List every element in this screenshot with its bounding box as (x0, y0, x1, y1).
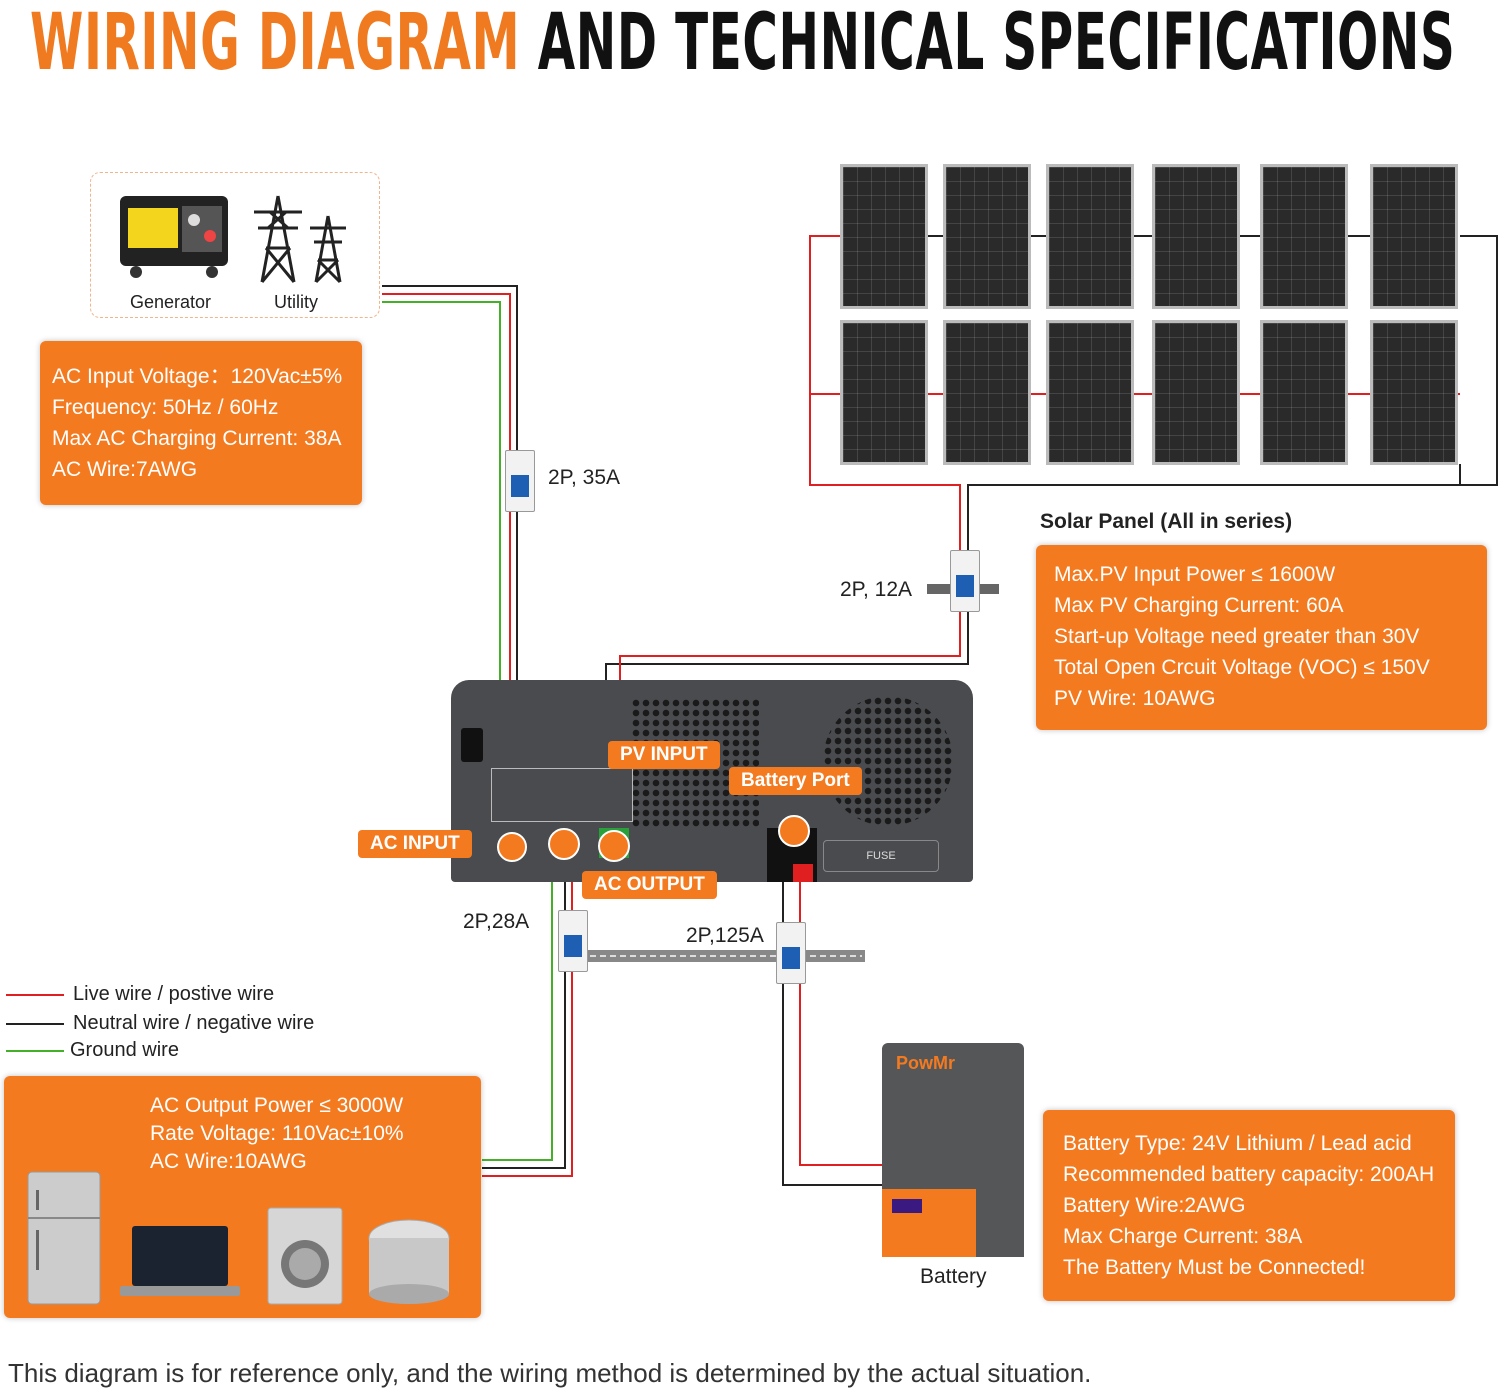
ac-input-terminal-marker (497, 832, 527, 862)
solar-panel (1152, 164, 1240, 309)
solar-spec-charging-current: Max PV Charging Current: 60A (1054, 594, 1344, 617)
battery-spec-wire: Battery Wire:2AWG (1063, 1194, 1246, 1217)
ac-output-spec-text: AC Output Power ≤ 3000W Rate Voltage: 11… (150, 1092, 404, 1176)
battery-pos-wire (799, 870, 884, 1166)
ac-input-spec-wire: AC Wire:7AWG (52, 458, 198, 481)
solar-spec-max-power: Max.PV Input Power ≤ 1600W (1054, 563, 1336, 586)
pv-breaker-label: 2P, 12A (840, 578, 913, 601)
ac-output-live-wire (482, 860, 573, 1177)
inverter-vent-right (823, 696, 953, 826)
footer-note: This diagram is for reference only, and … (8, 1358, 1092, 1388)
title-part1: WIRING DIAGRAM (30, 0, 521, 88)
solar-panel (1046, 320, 1134, 465)
battery-spec-box: Battery Type: 24V Lithium / Lead acid Re… (1043, 1110, 1455, 1301)
solar-panel (1370, 164, 1458, 309)
washing-machine-icon (267, 1207, 343, 1305)
battery-label: Battery (920, 1265, 987, 1288)
ac-output-tag: AC OUTPUT (582, 871, 717, 899)
laptop-icon (120, 1226, 240, 1296)
ac-output-spec-power: AC Output Power ≤ 3000W (150, 1094, 404, 1117)
ac-input-tag: AC INPUT (358, 830, 472, 858)
page-title: WIRING DIAGRAM AND TECHNICAL SPECIFICATI… (30, 0, 1455, 88)
battery-spec-capacity: Recommended battery capacity: 200AH (1063, 1163, 1435, 1186)
pv-terminal-marker (598, 830, 630, 862)
utility-label: Utility (274, 292, 318, 312)
ac-input-ground-wire (382, 301, 501, 830)
ac-output-spec-box: AC Output Power ≤ 3000W Rate Voltage: 11… (4, 1076, 481, 1318)
solar-panel (943, 320, 1031, 465)
solar-panel (840, 164, 928, 309)
ac-input-spec-charging-current: Max AC Charging Current: 38A (52, 427, 342, 450)
solar-panel (840, 320, 928, 465)
title-part2: AND TECHNICAL SPECIFICATIONS (537, 0, 1456, 88)
pv-string-pos (619, 235, 961, 840)
solar-panel (1046, 164, 1134, 309)
ac-output-ground-wire (482, 860, 553, 1161)
battery-terminal-marker (778, 815, 810, 847)
battery-unit: PowMr (882, 1043, 1024, 1257)
inverter: FUSE (451, 680, 973, 882)
solar-spec-startup-voltage: Start-up Voltage need greater than 30V (1054, 625, 1420, 648)
battery-breaker (776, 922, 806, 984)
solar-panel (1260, 320, 1348, 465)
utility-tower-icon (254, 195, 346, 284)
legend-neutral-swatch (6, 1023, 64, 1025)
ac-output-breaker-label: 2P,28A (463, 910, 530, 933)
battery-spec-warning: The Battery Must be Connected! (1063, 1256, 1366, 1279)
solar-panel (1260, 164, 1348, 309)
pv-string-neg (605, 235, 1498, 840)
battery-neg-wire (782, 870, 884, 1186)
battery-spec-charge-current: Max Charge Current: 38A (1063, 1225, 1303, 1248)
battery-spec-type: Battery Type: 24V Lithium / Lead acid (1063, 1132, 1412, 1155)
generator-label: Generator (130, 292, 212, 312)
solar-spec-voc: Total Open Crcuit Voltage (VOC) ≤ 150V (1054, 656, 1430, 679)
legend-live-swatch (6, 994, 64, 996)
ac-input-live-wire (382, 293, 511, 830)
ac-input-breaker (505, 450, 535, 512)
pv-input-tag: PV INPUT (608, 741, 720, 769)
generator-icon (120, 196, 228, 278)
legend-neutral-label: Neutral wire / negative wire (73, 1012, 315, 1034)
solar-heading: Solar Panel (All in series) (1040, 510, 1293, 533)
battery-port-tag: Battery Port (729, 767, 862, 795)
legend-ground-swatch (6, 1050, 64, 1052)
ac-input-spec-box: AC Input Voltage：120Vac±5% Frequency: 50… (40, 341, 362, 505)
solar-panel (1370, 320, 1458, 465)
ac-output-terminal-marker (548, 828, 580, 860)
ac-input-spec-voltage: AC Input Voltage：120Vac±5% (52, 365, 343, 388)
ac-output-breaker (558, 910, 588, 972)
battery-breaker-label: 2P,125A (686, 924, 764, 947)
battery-pos-terminal (793, 864, 813, 882)
rice-cooker-icon (368, 1219, 450, 1304)
solar-panel (943, 164, 1031, 309)
ac-input-breaker-label: 2P, 35A (548, 466, 621, 489)
pv-breaker (950, 550, 980, 612)
legend-live-label: Live wire / postive wire (73, 983, 275, 1005)
battery-display (892, 1199, 922, 1213)
solar-spec-wire: PV Wire: 10AWG (1054, 687, 1216, 710)
solar-spec-box: Max.PV Input Power ≤ 1600W Max PV Chargi… (1036, 545, 1487, 730)
refrigerator-icon (27, 1171, 101, 1305)
power-switch[interactable] (461, 728, 483, 762)
ac-input-spec-frequency: Frequency: 50Hz / 60Hz (52, 396, 279, 419)
legend-ground-label: Ground wire (70, 1039, 179, 1061)
solar-panel (1152, 320, 1240, 465)
ac-input-neutral-wire (382, 285, 518, 830)
ac-output-spec-voltage: Rate Voltage: 110Vac±10% (150, 1122, 404, 1145)
terminal-panel (491, 768, 633, 822)
ac-output-spec-wire: AC Wire:10AWG (150, 1150, 307, 1173)
fuse-holder: FUSE (823, 840, 939, 872)
battery-brand: PowMr (896, 1053, 956, 1073)
